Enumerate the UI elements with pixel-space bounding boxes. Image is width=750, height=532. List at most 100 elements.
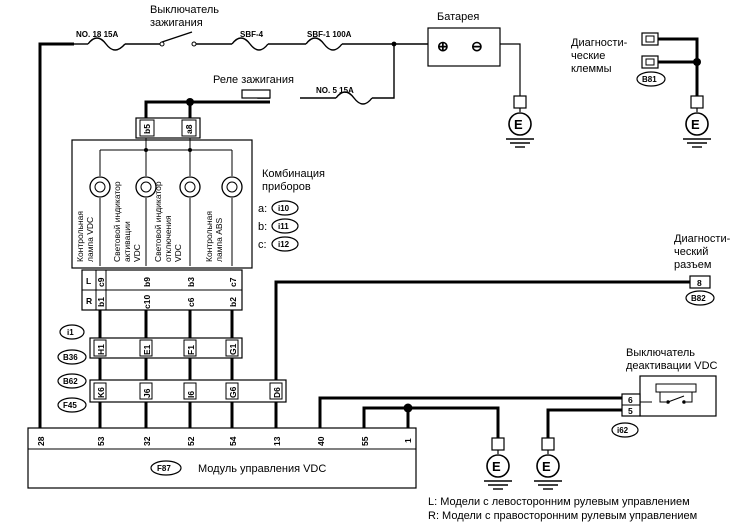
note-right-hand-drive: R: Модели с правосторонним рулевым управ… [428, 510, 697, 522]
diag-connector-pin: 8 [697, 278, 702, 288]
ground-diag-terminals: E [683, 95, 711, 148]
module-label: Модуль управления VDC [198, 463, 326, 475]
module-pin-40: 40 [316, 436, 326, 446]
meter-pin-c6: c6 [186, 297, 196, 307]
tag-i1: i1 [67, 328, 74, 337]
pin-b5: b5 [142, 124, 152, 134]
diag-terminals-label-1: Диагности- [571, 37, 628, 49]
ground-icon: E [542, 459, 551, 474]
tag-B82: B82 [691, 294, 706, 303]
harness-wires [38, 280, 695, 430]
left-connector-tags: i1 B36 B62 F45 [57, 324, 87, 413]
fuse-no5: NO. 5 15A [316, 86, 373, 105]
notes: L: Модели с левосторонним рулевым управл… [428, 496, 697, 522]
combination-meter: Контрольная лампа VDC Световой индикатор… [71, 138, 325, 269]
lamp-vdc-off: Световой индикатор отключения VDC [153, 176, 201, 262]
tag-F45: F45 [63, 401, 77, 410]
module-pin-53: 53 [96, 436, 106, 446]
lamp-vdc-warning-label-2: лампа VDC [85, 217, 95, 262]
ignition-switch-label-1: Выключатель [150, 4, 219, 16]
ground-icon: E [492, 459, 501, 474]
pin-J6: J6 [142, 388, 152, 398]
lamp-vdc-activation-label-1: Световой индикатор [112, 181, 122, 262]
diag-terminals-label-2: ческие [571, 50, 605, 62]
meter-connector-tags: a: i10 b: i11 c: i12 [258, 200, 299, 252]
combination-meter-label-1: Комбинация [262, 168, 325, 180]
module-pin-28: 28 [36, 436, 46, 446]
vdc-control-module: 28 53 32 52 54 13 40 55 1 F87 Модуль упр… [27, 427, 417, 489]
module-right-wires [318, 396, 622, 438]
fuse-sbf4-label: SBF-4 [240, 30, 264, 39]
fuse-no18: NO. 18 15A [76, 30, 126, 51]
pin-a8: a8 [184, 124, 194, 134]
pin-G6: G6 [228, 386, 238, 398]
meter-output-connector: L R c9 b9 b3 c7 b1 c10 c6 b2 [81, 269, 243, 311]
pin-E1: E1 [142, 344, 152, 355]
pin-D6: D6 [272, 387, 282, 398]
vdc-switch-pin-5: 5 [628, 406, 633, 416]
meter-conn-b-code: i11 [278, 222, 289, 231]
connector-i1-B36: H1 E1 F1 G1 [89, 337, 243, 359]
diag-terminals-label-3: клеммы [571, 63, 612, 75]
tag-F87: F87 [157, 464, 171, 473]
ground-module-1: E [484, 437, 512, 490]
ground-battery: E [506, 95, 534, 148]
fuse-sbf1-label: SBF-1 100A [307, 30, 352, 39]
note-left-hand-drive: L: Модели с левосторонним рулевым управл… [428, 496, 690, 508]
ignition-switch-label-2: зажигания [150, 17, 203, 29]
combination-meter-label-2: приборов [262, 181, 311, 193]
lamp-vdc-off-label-2: отключения [163, 215, 173, 262]
meter-pin-b3: b3 [186, 277, 196, 287]
meter-pin-c7: c7 [228, 277, 238, 287]
meter-pin-c9: c9 [96, 277, 106, 287]
diag-connector-label-1: Диагности- [674, 233, 731, 245]
diag-connector-label-3: разъем [674, 259, 711, 271]
lamp-abs-warning-label-2: лампа ABS [214, 217, 224, 262]
lamp-vdc-warning: Контрольная лампа VDC [75, 176, 111, 262]
lamp-abs-warning: Контрольная лампа ABS [204, 176, 243, 262]
ground-icon: E [691, 117, 700, 132]
side-R: R [86, 296, 92, 306]
lamp-abs-warning-label-1: Контрольная [204, 211, 214, 262]
tag-B81: B81 [642, 75, 657, 84]
lamp-vdc-off-label-1: Световой индикатор [153, 181, 163, 262]
diagnostic-connector: Диагности- ческий разъем 8 B82 [674, 233, 731, 306]
side-L: L [86, 276, 91, 286]
meter-conn-c-code: i12 [278, 240, 290, 249]
module-pin-54: 54 [228, 436, 238, 446]
pin-G1: G1 [228, 343, 238, 355]
diagnostic-terminals: Диагности- ческие клеммы B81 [571, 32, 701, 96]
lamp-vdc-activation-label-2: активации [122, 221, 132, 262]
power-line [38, 41, 428, 418]
ignition-relay: Реле зажигания [144, 74, 294, 118]
ground-module-2: E [534, 437, 562, 490]
connector-B62-F45: K6 J6 I6 G6 D6 [89, 379, 287, 403]
lamp-vdc-warning-label-1: Контрольная [75, 211, 85, 262]
relay-connector: b5 a8 [135, 117, 201, 139]
lamp-vdc-activation: Световой индикатор активации VDC [112, 176, 157, 262]
pin-F1: F1 [186, 345, 196, 355]
module-pin-55: 55 [360, 436, 370, 446]
tag-i62: i62 [617, 426, 629, 435]
tag-B62: B62 [63, 377, 78, 386]
battery-minus: ⊖ [471, 38, 483, 54]
module-pin-13: 13 [272, 436, 282, 446]
pin-I6: I6 [186, 391, 196, 398]
module-pin-1: 1 [403, 438, 413, 443]
fuse-no5-label: NO. 5 15A [316, 86, 354, 95]
vdc-off-switch: Выключатель деактивации VDC 6 5 i62 [611, 347, 718, 438]
battery-plus: ⊕ [437, 38, 449, 54]
vdc-switch-pin-6: 6 [628, 395, 633, 405]
battery-label: Батарея [437, 11, 479, 23]
ignition-relay-label: Реле зажигания [213, 74, 294, 86]
meter-conn-c-prefix: c: [258, 239, 267, 251]
meter-conn-a-prefix: a: [258, 203, 267, 215]
ignition-switch: Выключатель зажигания [150, 4, 219, 47]
fuse-sbf1: SBF-1 100A [305, 30, 352, 51]
module-pin-32: 32 [142, 436, 152, 446]
module-pin-52: 52 [186, 436, 196, 446]
fuse-no18-label: NO. 18 15A [76, 30, 118, 39]
lamp-vdc-activation-label-3: VDC [132, 244, 142, 262]
